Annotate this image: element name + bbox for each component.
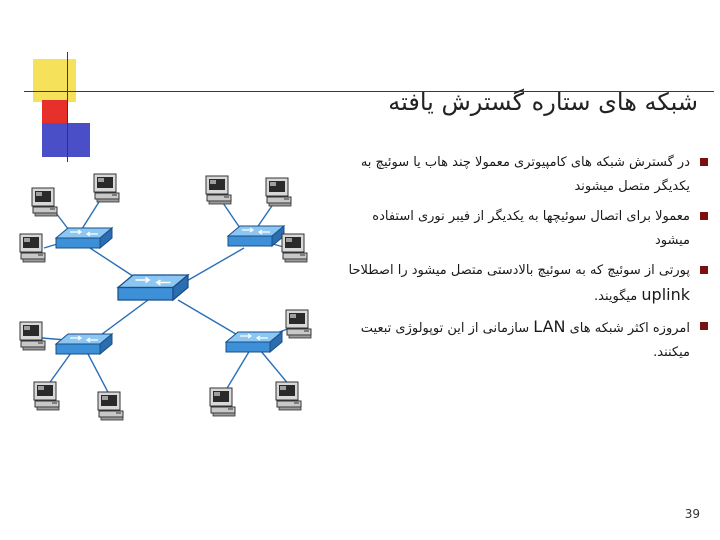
page-number: 39 xyxy=(684,507,700,521)
computer-icon xyxy=(31,187,58,217)
network-switch-icon xyxy=(55,227,113,249)
bullet-text: معمولا برای اتصال سوئیچها به یکدیگر از ف… xyxy=(372,209,690,248)
bullet-marker xyxy=(700,266,708,274)
decor-horizontal-line xyxy=(24,91,714,92)
computer-icon xyxy=(281,233,308,263)
computer-icon xyxy=(209,387,236,417)
network-switch-icon xyxy=(55,333,113,355)
computer-icon xyxy=(265,177,292,207)
decor-yellow-square xyxy=(33,59,76,102)
bullet-item: پورتی از سوئیچ که به سوئیچ بالادستی متصل… xyxy=(334,259,714,309)
bullet-item: معمولا برای اتصال سوئیچها به یکدیگر از ف… xyxy=(334,205,714,253)
network-switch-icon xyxy=(227,225,285,247)
computer-icon xyxy=(33,381,60,411)
network-switch-icon xyxy=(117,274,189,301)
bullet-text: سازمانی از این توپولوژی تبعیت میکنند. xyxy=(360,321,690,360)
computer-icon xyxy=(19,233,46,263)
bullet-marker xyxy=(700,322,708,330)
network-switch-icon xyxy=(225,331,283,353)
computer-icon xyxy=(285,309,312,339)
computer-icon xyxy=(275,381,302,411)
decor-red-square xyxy=(42,100,68,126)
bullet-marker xyxy=(700,212,708,220)
bullet-text: میگویند. xyxy=(593,289,638,304)
computer-icon xyxy=(205,175,232,205)
slide-title: شبکه های ستاره گسترش یافته xyxy=(388,88,698,116)
computer-icon xyxy=(19,321,46,351)
bullet-text: امروزه اکثر شبکه های xyxy=(569,321,690,336)
decor-blue-square xyxy=(42,123,90,157)
computer-icon xyxy=(97,391,124,421)
bullet-list: در گسترش شبکه های کامپیوتری معمولا چند ه… xyxy=(334,151,714,371)
bullet-latin-term: uplink xyxy=(641,285,690,304)
extended-star-network-diagram xyxy=(19,173,312,421)
decor-vertical-line xyxy=(67,52,68,162)
bullet-item: در گسترش شبکه های کامپیوتری معمولا چند ه… xyxy=(334,151,714,199)
bullet-text: در گسترش شبکه های کامپیوتری معمولا چند ه… xyxy=(360,155,690,194)
computer-icon xyxy=(93,173,120,203)
bullet-text: پورتی از سوئیچ که به سوئیچ بالادستی متصل… xyxy=(348,263,691,278)
bullet-item: امروزه اکثر شبکه های LAN سازمانی از این … xyxy=(334,315,714,365)
bullet-marker xyxy=(700,158,708,166)
bullet-latin-term: LAN xyxy=(533,317,566,336)
